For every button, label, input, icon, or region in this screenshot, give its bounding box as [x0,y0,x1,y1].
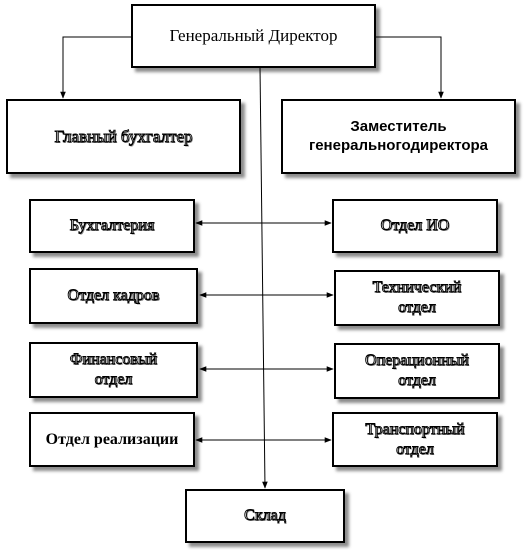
node-label: Отдел реализации [45,430,179,448]
node-technical-department: Технический отдел [334,270,500,326]
node-deputy-director: Заместитель генеральногодиректора [281,99,516,174]
node-label: Финансовый отдел [69,351,158,389]
node-it-department: Отдел ИО [332,199,498,253]
node-chief-accountant: Главный бухгалтер [6,99,241,174]
node-general-director: Генеральный Директор [131,4,376,68]
node-label: Склад [244,507,287,525]
node-label: Бухгалтерия [69,217,155,235]
node-finance-department: Финансовый отдел [29,342,198,398]
node-label: Отдел кадров [67,287,160,305]
node-sales-department: Отдел реализации [29,412,195,467]
edge-director-deputy [375,36,444,99]
node-hr-department: Отдел кадров [29,268,198,324]
node-operations-department: Операционный отдел [334,343,500,399]
node-label: Главный бухгалтер [54,126,193,146]
node-accounting: Бухгалтерия [29,199,195,253]
node-label: Заместитель генеральногодиректора [308,117,489,154]
node-transport-department: Транспортный отдел [332,412,498,467]
node-label: Отдел ИО [380,217,450,235]
edge-director-warehouse [259,66,268,489]
node-label: Транспортный отдел [365,420,465,458]
node-label: Операционный отдел [365,352,470,390]
node-label: Технический отдел [372,279,462,317]
node-warehouse: Склад [185,489,345,543]
node-label: Генеральный Директор [169,26,338,46]
edge-director-chief-accountant [60,36,131,99]
